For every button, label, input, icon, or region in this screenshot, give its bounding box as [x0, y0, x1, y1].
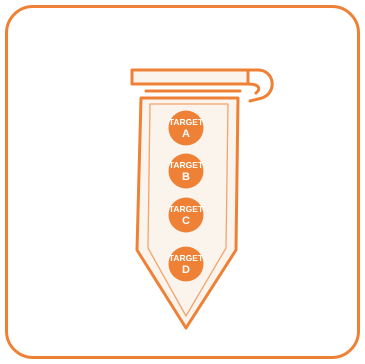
target-b-line1: TARGET	[169, 160, 204, 170]
target-a-letter: A	[182, 128, 190, 140]
target-a: TARGET A	[168, 110, 204, 146]
target-c: TARGET C	[168, 197, 204, 233]
target-d: TARGET D	[168, 246, 204, 282]
target-b: TARGET B	[168, 153, 204, 189]
target-c-letter: C	[182, 215, 190, 227]
target-d-letter: D	[182, 264, 190, 276]
target-c-line1: TARGET	[169, 204, 204, 214]
tube-inner-outline	[147, 103, 229, 317]
target-a-line1: TARGET	[169, 117, 204, 127]
target-d-dot	[168, 246, 204, 282]
target-a-dot	[168, 110, 204, 146]
target-d-line1: TARGET	[169, 253, 204, 263]
target-b-dot	[168, 153, 204, 189]
tube-cap	[130, 68, 274, 103]
target-b-letter: B	[182, 171, 190, 183]
target-c-dot	[168, 197, 204, 233]
